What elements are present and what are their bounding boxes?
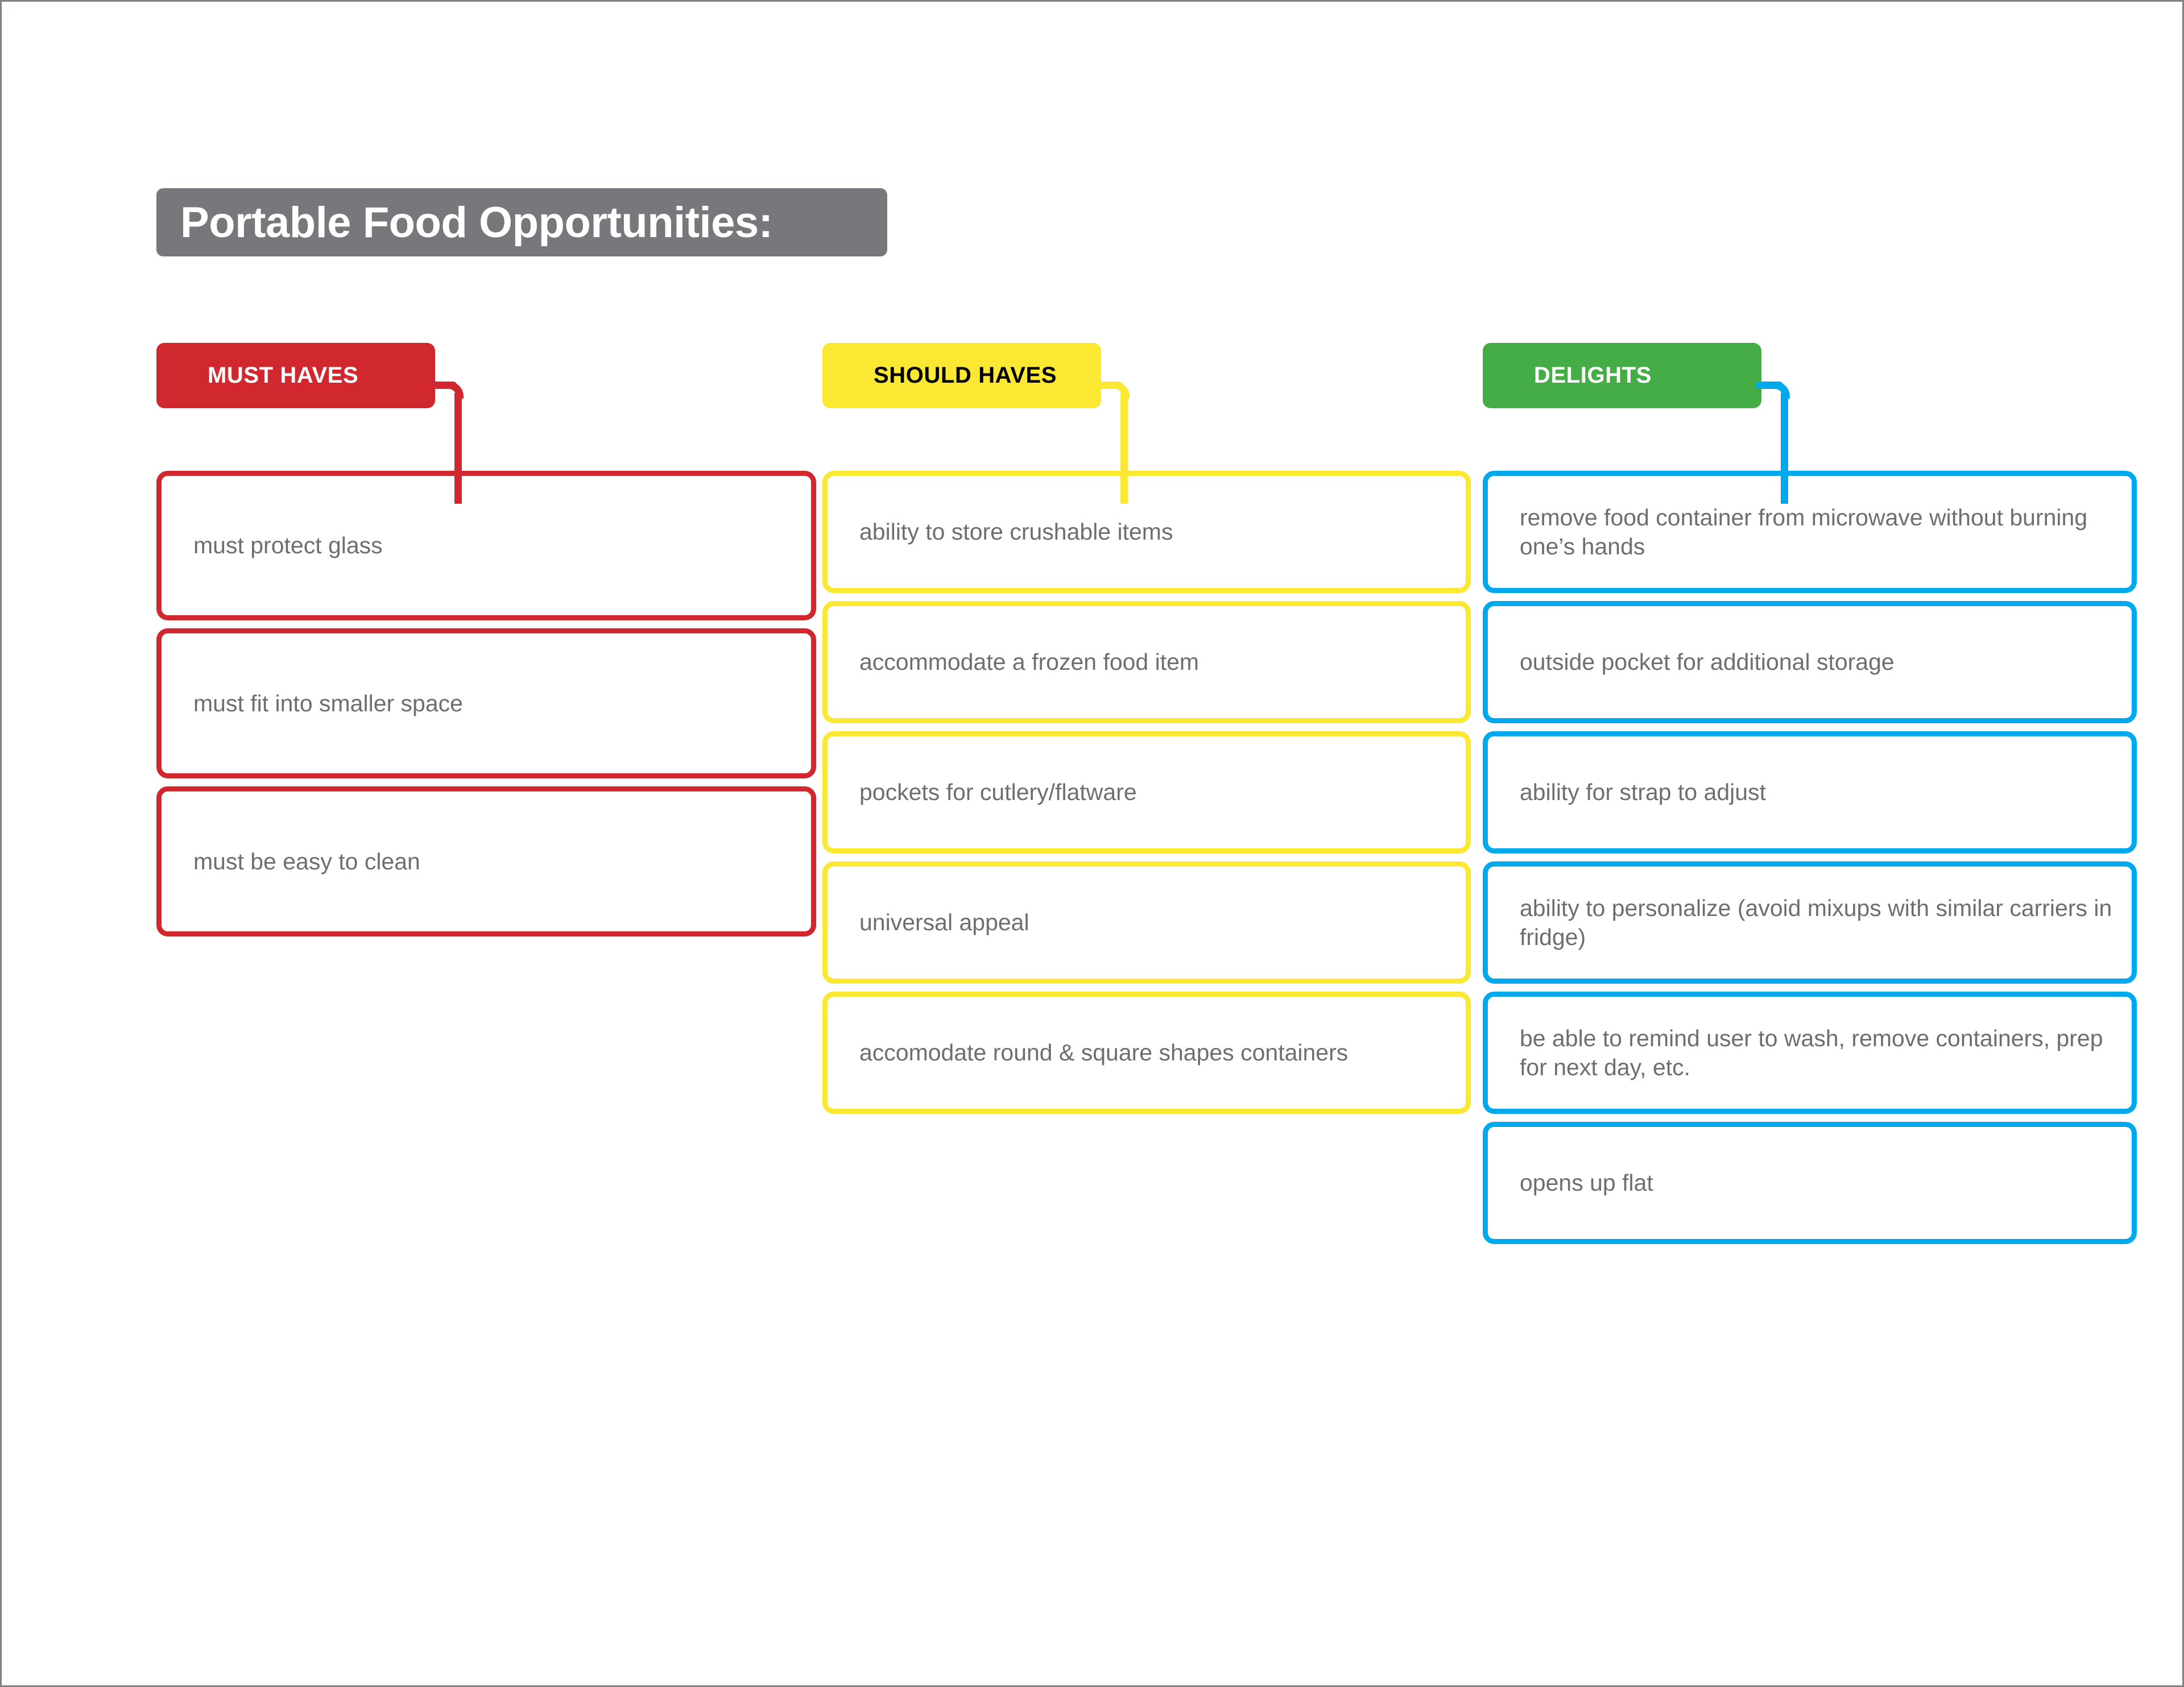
- column-header-delights[interactable]: DELIGHTS: [1483, 343, 1790, 504]
- card-item-text: outside pocket for additional storage: [1520, 649, 1895, 675]
- card-item[interactable]: outside pocket for additional storage: [1483, 601, 2137, 723]
- card-item-text: remove food container from microwave wit…: [1520, 504, 2088, 559]
- card-item[interactable]: must fit into smaller space: [156, 628, 816, 778]
- card-item-text: accomodate round & square shapes contain…: [859, 1039, 1349, 1066]
- card-item[interactable]: opens up flat: [1483, 1122, 2137, 1244]
- card-list-delights: remove food container from microwave wit…: [1483, 471, 2137, 1244]
- column-header-label: MUST HAVES: [208, 363, 359, 388]
- column-should-haves: SHOULD HAVES ability to store crushable …: [822, 343, 1471, 1122]
- connector-corner: [1112, 382, 1130, 399]
- card-item-text: ability to personalize (avoid mixups wit…: [1520, 895, 2112, 950]
- card-item-text: ability to store crushable items: [859, 519, 1173, 545]
- connector-horizontal-segment: [1756, 382, 1783, 389]
- card-item-text: pockets for cutlery/flatware: [859, 779, 1137, 806]
- card-item-text: must protect glass: [193, 532, 383, 559]
- card-item[interactable]: accomodate round & square shapes contain…: [822, 992, 1471, 1114]
- column-must-haves: MUST HAVES must protect glass must fit i…: [156, 343, 816, 944]
- card-item-text: accommodate a frozen food item: [859, 649, 1199, 675]
- connector-horizontal-segment: [429, 382, 457, 389]
- card-item[interactable]: pockets for cutlery/flatware: [822, 731, 1471, 853]
- card-item-text: ability for strap to adjust: [1520, 779, 1766, 806]
- card-item[interactable]: be able to remind user to wash, remove c…: [1483, 992, 2137, 1114]
- card-item[interactable]: must protect glass: [156, 471, 816, 620]
- connector-horizontal-segment: [1095, 382, 1123, 389]
- column-header-label: SHOULD HAVES: [874, 363, 1057, 388]
- card-item[interactable]: ability to store crushable items: [822, 471, 1471, 593]
- card-item[interactable]: ability for strap to adjust: [1483, 731, 2137, 853]
- page-title: Portable Food Opportunities:: [180, 198, 773, 247]
- card-item-text: must fit into smaller space: [193, 690, 463, 716]
- card-item-text: universal appeal: [859, 909, 1029, 936]
- card-list-must-haves: must protect glass must fit into smaller…: [156, 471, 816, 936]
- connector-corner: [1773, 382, 1790, 399]
- card-item[interactable]: must be easy to clean: [156, 786, 816, 936]
- card-item-text: be able to remind user to wash, remove c…: [1520, 1025, 2103, 1080]
- page-title-banner: Portable Food Opportunities:: [156, 188, 887, 256]
- card-item[interactable]: accommodate a frozen food item: [822, 601, 1471, 723]
- column-header-should-haves[interactable]: SHOULD HAVES: [822, 343, 1130, 504]
- card-item[interactable]: remove food container from microwave wit…: [1483, 471, 2137, 593]
- card-item[interactable]: ability to personalize (avoid mixups wit…: [1483, 861, 2137, 984]
- card-item[interactable]: universal appeal: [822, 861, 1471, 984]
- column-delights: DELIGHTS remove food container from micr…: [1483, 343, 2137, 1252]
- column-header-label: DELIGHTS: [1534, 363, 1652, 388]
- card-list-should-haves: ability to store crushable items accommo…: [822, 471, 1471, 1114]
- connector-corner: [446, 382, 464, 399]
- card-item-text: must be easy to clean: [193, 848, 420, 874]
- card-item-text: opens up flat: [1520, 1170, 1653, 1196]
- column-header-must-haves[interactable]: MUST HAVES: [156, 343, 464, 504]
